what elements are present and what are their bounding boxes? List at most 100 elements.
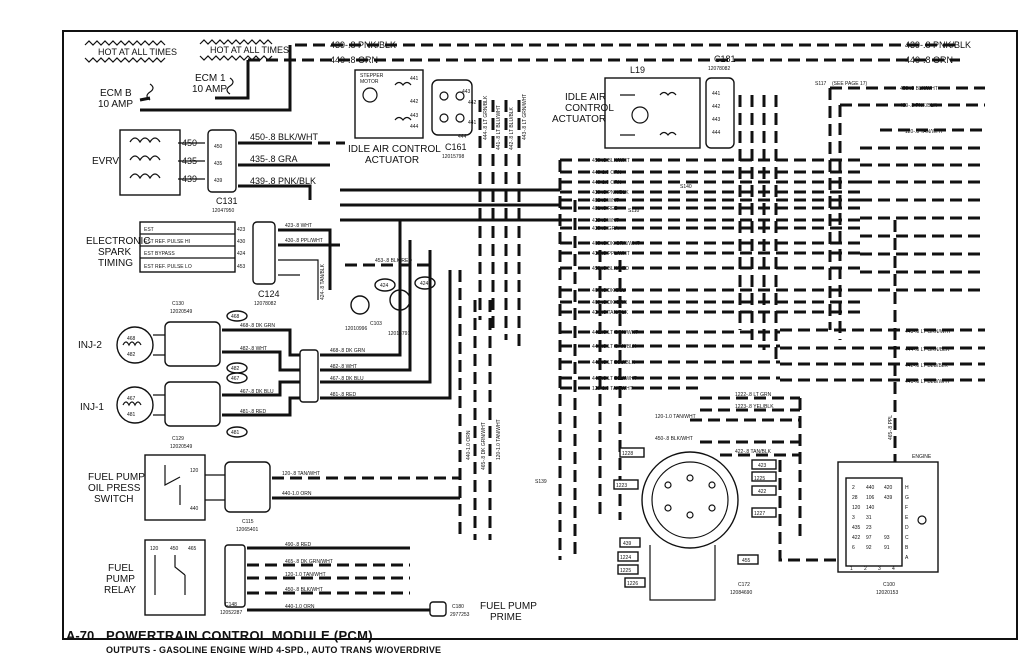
cavity-number: 1228 (622, 451, 633, 457)
cavity-number: 441 (410, 76, 419, 82)
fpops-label-2: OIL PRESS (88, 483, 141, 494)
wire-label: 424-.8 TAN/BLK (592, 310, 629, 316)
wire-label: 450-.8 BLK/WHT (592, 158, 630, 164)
inj2-label: INJ-2 (78, 340, 102, 351)
cavity-number: 435 (852, 525, 861, 531)
wire-label: 465-.8 DK GRN/WHT (285, 559, 333, 565)
svg-text:424: 424 (380, 283, 389, 289)
c181-part: 12078082 (708, 66, 730, 72)
splice-label: S140 (680, 184, 692, 190)
wire-label: 440-.8 ORN (330, 55, 378, 65)
svg-text:A: A (905, 555, 909, 561)
wire-label: 444-.8 LT GRN/BLK (483, 95, 489, 140)
fuse-ecm-1: HOT AT ALL TIMES ECM 1 10 AMP (192, 39, 289, 95)
wire-label: 481-.8 RED (240, 409, 267, 415)
cavity-number: 1223 (616, 483, 627, 489)
svg-text:467: 467 (231, 376, 240, 382)
cavity-number: 1227 (754, 511, 765, 517)
svg-text:D: D (905, 525, 909, 531)
wire-label: 450-.8 BLK/WHT (900, 86, 938, 92)
svg-text:450: 450 (214, 144, 223, 150)
evrv-label: EVRV (92, 156, 119, 167)
relay-label-3: RELAY (104, 585, 136, 596)
c181-id: C181 (714, 54, 736, 64)
see-page-label: (SEE PAGE 17) (832, 81, 868, 87)
cavity-number: 31 (866, 515, 872, 521)
engine-label: ENGINE (912, 454, 932, 460)
hot-at-all-times-label: HOT AT ALL TIMES (210, 45, 289, 55)
cavity-number: 3 (852, 515, 855, 521)
wire-label: 490-.8 RED (285, 542, 312, 548)
svg-text:2: 2 (864, 566, 867, 572)
wire-label: 120-.8 TAN/WHT (905, 129, 943, 135)
c124-id: C124 (258, 289, 280, 299)
c161-part: 12015798 (442, 154, 464, 160)
iac2-label-1: IDLE AIR (565, 92, 606, 103)
wire-label: 442-.8 LT BLU/BLK (592, 360, 636, 366)
wire-label: 439-.8 PNK/BLK (592, 190, 629, 196)
c115-part: 12065401 (236, 527, 258, 533)
wire-label: 1222-.8 LT GRN (735, 392, 772, 398)
wire-label: 482-.8 WHT (592, 198, 619, 204)
cavity-number: 1226 (627, 581, 638, 587)
wire-label: 443-.8 LT GRN/WHT (905, 329, 951, 335)
wire-label: 441-.8 LT BLU/WHT (592, 376, 637, 382)
relay-label-2: PUMP (106, 574, 135, 585)
top-feed-wires: 439-.8 PNK/BLK 440-.8 ORN 439-.8 PNK/BLK… (139, 40, 971, 112)
wire-label: 444-.8 LT GRN/BLK (905, 347, 950, 353)
wire-label: 430-.8 PPL/WHT (285, 238, 323, 244)
est-row: EST REF. PULSE LO (144, 264, 192, 270)
page-subtitle: OUTPUTS - GASOLINE ENGINE W/HD 4-SPD., A… (106, 645, 442, 655)
wire-label: 465-.8 DK GRN/WHT (592, 241, 640, 247)
cavity-number: 423 (758, 463, 767, 469)
c100-part: 12020153 (876, 590, 898, 596)
c129-connector (164, 381, 221, 427)
svg-text:444: 444 (712, 130, 721, 136)
cavity-number: 442 (410, 99, 419, 105)
wire-label: 443-.8 LT GRN/WHT (522, 94, 528, 140)
wire-label: 439-.8 PNK/BLK (250, 176, 316, 186)
cavity-number: 92 (866, 545, 872, 551)
cavity-number: 93 (884, 535, 890, 541)
est-label-1: ELECTRONIC (86, 236, 150, 247)
cavity-number: 91 (884, 545, 890, 551)
right-side-wires: S117 (SEE PAGE 17) 450-.8 BLK/WHT 439-.8… (780, 81, 985, 470)
fpops-label-3: SWITCH (94, 494, 133, 505)
wire-label: 440-1.0 ORN (592, 170, 622, 176)
svg-text:443: 443 (712, 117, 721, 123)
svg-text:440: 440 (190, 506, 199, 512)
wire-label: 468-.8 DK GRN (592, 300, 627, 306)
wire-label: 441-.8 LT BLU/WHT (905, 379, 950, 385)
wire-label: 482-.8 WHT (240, 346, 267, 352)
c181-connector (705, 77, 735, 149)
svg-text:468: 468 (127, 336, 136, 342)
wire-label: 430-.8 PPL/WHT (592, 251, 630, 257)
svg-text:468: 468 (231, 314, 240, 320)
wire-label: 467-.8 DK BLU (240, 389, 274, 395)
cavity-number: 422 (758, 489, 767, 495)
wire-label: 482-.8 WHT (330, 364, 357, 370)
svg-text:441: 441 (712, 91, 721, 97)
est-label-3: TIMING (98, 258, 133, 269)
cavity-number: 140 (866, 505, 875, 511)
svg-text:482: 482 (231, 366, 240, 372)
cavity-number: 1224 (620, 555, 631, 561)
cavity-number: 6 (852, 545, 855, 551)
wire-label: 435-.8 GRA (250, 154, 298, 164)
svg-text:482: 482 (127, 352, 136, 358)
cavity-number: 439 (623, 541, 632, 547)
c130-connector (164, 321, 221, 367)
wire-label: 120-1.0 TAN/WHT (655, 414, 696, 420)
page-number: A-70 (66, 628, 95, 643)
wire-label: 453-.8 BLK/RED (592, 266, 629, 272)
wire-label: 435-.8 GRA (592, 226, 619, 232)
svg-text:4: 4 (892, 566, 895, 572)
inj1-label: INJ-1 (80, 402, 104, 413)
cavity-number: 1225 (754, 476, 765, 482)
c130-id: C130 (172, 301, 184, 307)
wire-label: 120-.8 TAN/WHT (282, 471, 320, 477)
svg-text:3: 3 (878, 566, 881, 572)
